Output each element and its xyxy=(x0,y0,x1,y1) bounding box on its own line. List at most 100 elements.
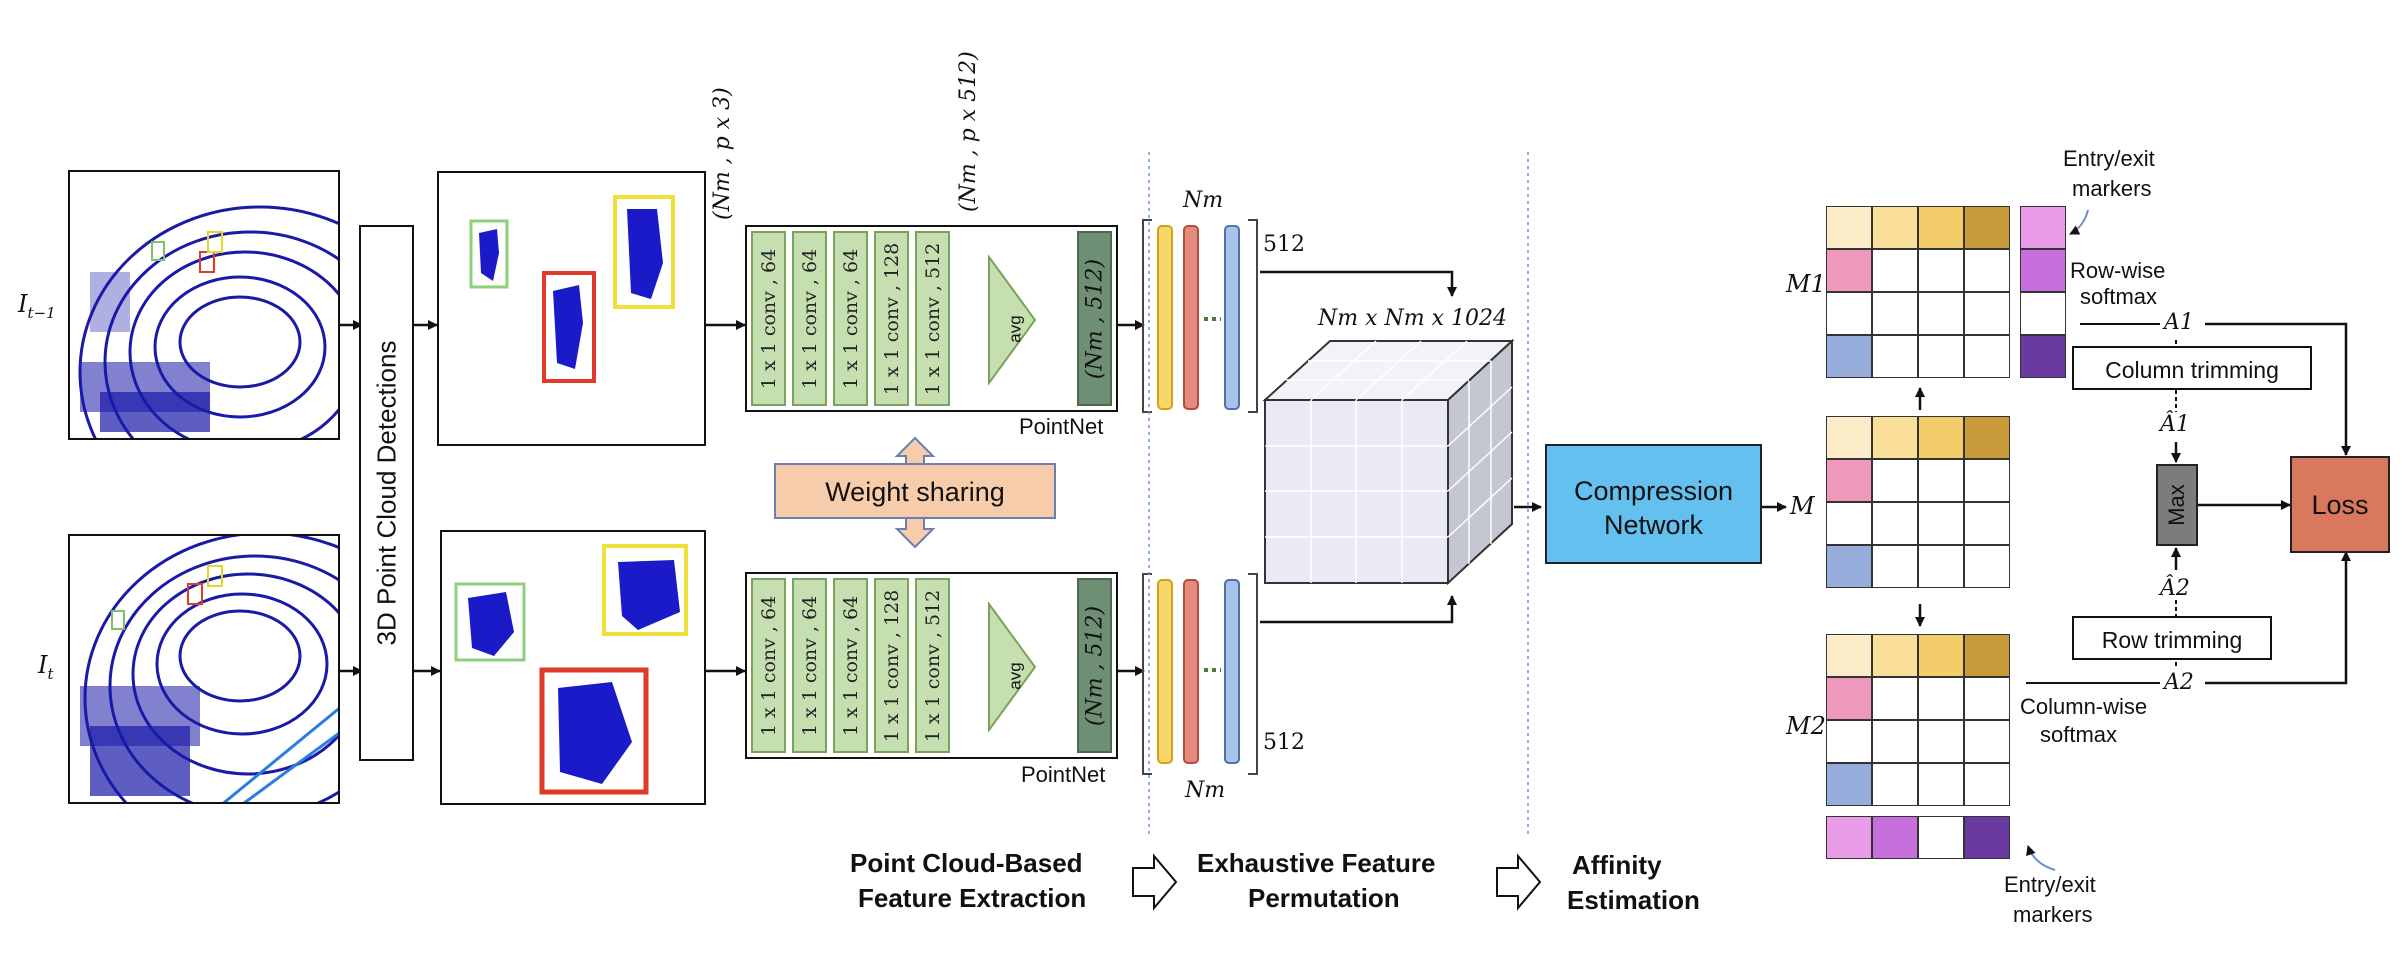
column-trimming-box: Column trimming xyxy=(2072,346,2312,390)
entry-exit-marker xyxy=(1964,816,2010,859)
matrix-cell xyxy=(1918,677,1964,720)
pointnet-label-top: PointNet xyxy=(1019,414,1104,439)
conv-layer: 1 x 1 conv , 128 xyxy=(874,231,909,406)
matrix-cell xyxy=(1964,335,2010,378)
detector-label: 3D Point Cloud Detections xyxy=(371,340,401,646)
entry-exit-marker xyxy=(2020,335,2066,378)
matrix-cell xyxy=(1918,545,1964,588)
entry-exit-marker xyxy=(2020,249,2066,292)
conv-layer: 1 x 1 conv , 512 xyxy=(915,578,950,753)
matrix-cell xyxy=(1826,335,1872,378)
entry-exit-marker xyxy=(1918,816,1964,859)
arrow-a2-to-loss xyxy=(2205,551,2351,685)
entry-exit-marker xyxy=(2020,206,2066,249)
matrix-cell xyxy=(1918,459,1964,502)
feature-width-label-top: Nm xyxy=(1183,188,1224,213)
weight-sharing-box: Weight sharing xyxy=(774,463,1056,519)
avg-pool-label: avg xyxy=(1005,315,1025,343)
conv-layer: 1 x 1 conv , 64 xyxy=(833,578,868,753)
matrix-cell xyxy=(1918,416,1964,459)
matrix-cell xyxy=(1872,335,1918,378)
matrix-cell xyxy=(1964,292,2010,335)
matrix-cell xyxy=(1826,545,1872,588)
frame-curr-image xyxy=(68,534,340,804)
matrix-cell xyxy=(1964,249,2010,292)
frame-prev-label: It−1 xyxy=(18,290,56,322)
pointnet-output: (Nm , 512) xyxy=(1077,578,1112,753)
matrix-cell xyxy=(1964,720,2010,763)
row-softmax-line2: softmax xyxy=(2080,284,2158,309)
entry-exit-bottom-line1: Entry/exit xyxy=(2004,872,2096,897)
frame-curr-label: It xyxy=(38,651,54,683)
detections-prev-crops xyxy=(469,195,675,383)
a1-label: A1 xyxy=(2162,310,2196,335)
matrix-cell xyxy=(1872,634,1918,677)
matrix-cell xyxy=(1826,634,1872,677)
matrix-cell xyxy=(1964,763,2010,806)
crop-yellow xyxy=(613,195,675,309)
pointnet-label-bottom: PointNet xyxy=(1021,762,1106,787)
avg-pool xyxy=(988,602,1037,732)
row-trimming-box: Row trimming xyxy=(2072,616,2272,660)
avg-pool xyxy=(988,255,1037,385)
stage-arrow-2 xyxy=(1496,853,1542,911)
stage-extraction-line1: Point Cloud-Based xyxy=(850,848,1083,878)
conv-layer: 1 x 1 conv , 128 xyxy=(874,578,909,753)
stage-affinity-line2: Estimation xyxy=(1567,885,1700,915)
feature-depth-label-top: 512 xyxy=(1263,232,1305,257)
col-softmax-line2: softmax xyxy=(2040,722,2118,747)
matrix-cell xyxy=(1918,249,1964,292)
entry-exit-marker xyxy=(1872,816,1918,859)
arrow-features-to-cube-bottom xyxy=(1260,595,1457,624)
pointnet-output: (Nm , 512) xyxy=(1077,231,1112,406)
matrix-cell xyxy=(1964,459,2010,502)
matrix-cell xyxy=(1872,249,1918,292)
matrix-cell xyxy=(1918,720,1964,763)
entry-exit-marker xyxy=(1826,816,1872,859)
entry-exit-top-line2: markers xyxy=(2072,176,2152,201)
arrow-features-to-cube-top xyxy=(1260,270,1457,297)
crop-red xyxy=(539,667,649,795)
matrix-cell xyxy=(1918,634,1964,677)
entry-exit-top-pointer xyxy=(2069,209,2089,235)
weight-sharing-arrow-down xyxy=(894,514,936,549)
matrix-cell xyxy=(1964,206,2010,249)
lidar-scan-prev xyxy=(78,205,338,438)
loss-box: Loss xyxy=(2290,456,2390,553)
crop-green xyxy=(469,219,509,289)
feature-width-label-bottom: Nm xyxy=(1185,778,1226,803)
matrix-cell xyxy=(1826,459,1872,502)
matrix-cell xyxy=(1826,677,1872,720)
max-box: Max xyxy=(2156,464,2198,546)
matrix-cell xyxy=(1964,502,2010,545)
matrix-cell xyxy=(1964,677,2010,720)
matrix-cell xyxy=(1964,634,2010,677)
conv-layer: 1 x 1 conv , 512 xyxy=(915,231,950,406)
crop-green xyxy=(454,582,526,662)
a2-hat-label: Â2 xyxy=(2160,576,2190,601)
matrix-cell xyxy=(1872,206,1918,249)
conv-layer: 1 x 1 conv , 64 xyxy=(751,578,786,753)
crop-red xyxy=(542,271,596,383)
feature-stack-bottom xyxy=(1142,573,1258,775)
feature-depth-label-bottom: 512 xyxy=(1263,730,1305,755)
matrix-cell xyxy=(1964,416,2010,459)
affinity-label: M xyxy=(1790,492,1815,520)
a2-label: A2 xyxy=(2162,670,2196,695)
stage-permutation-line1: Exhaustive Feature xyxy=(1197,848,1436,878)
pointnet-bottom: 1 x 1 conv , 64 1 x 1 conv , 64 1 x 1 co… xyxy=(745,572,1118,759)
conv-layer: 1 x 1 conv , 64 xyxy=(792,231,827,406)
matrix-cell xyxy=(1872,416,1918,459)
matrix-cell xyxy=(1872,763,1918,806)
matrix-cell xyxy=(1964,545,2010,588)
matrix-cell xyxy=(1872,720,1918,763)
tensor-label: Nm x Nm x 1024 xyxy=(1318,306,1507,331)
entry-exit-bottom-pointer xyxy=(2026,845,2056,871)
lidar-scan-curr xyxy=(80,536,338,802)
matrix-cell xyxy=(1872,545,1918,588)
matrix-cell xyxy=(1872,292,1918,335)
matrix-cell xyxy=(1918,335,1964,378)
matrix-cell xyxy=(1826,249,1872,292)
